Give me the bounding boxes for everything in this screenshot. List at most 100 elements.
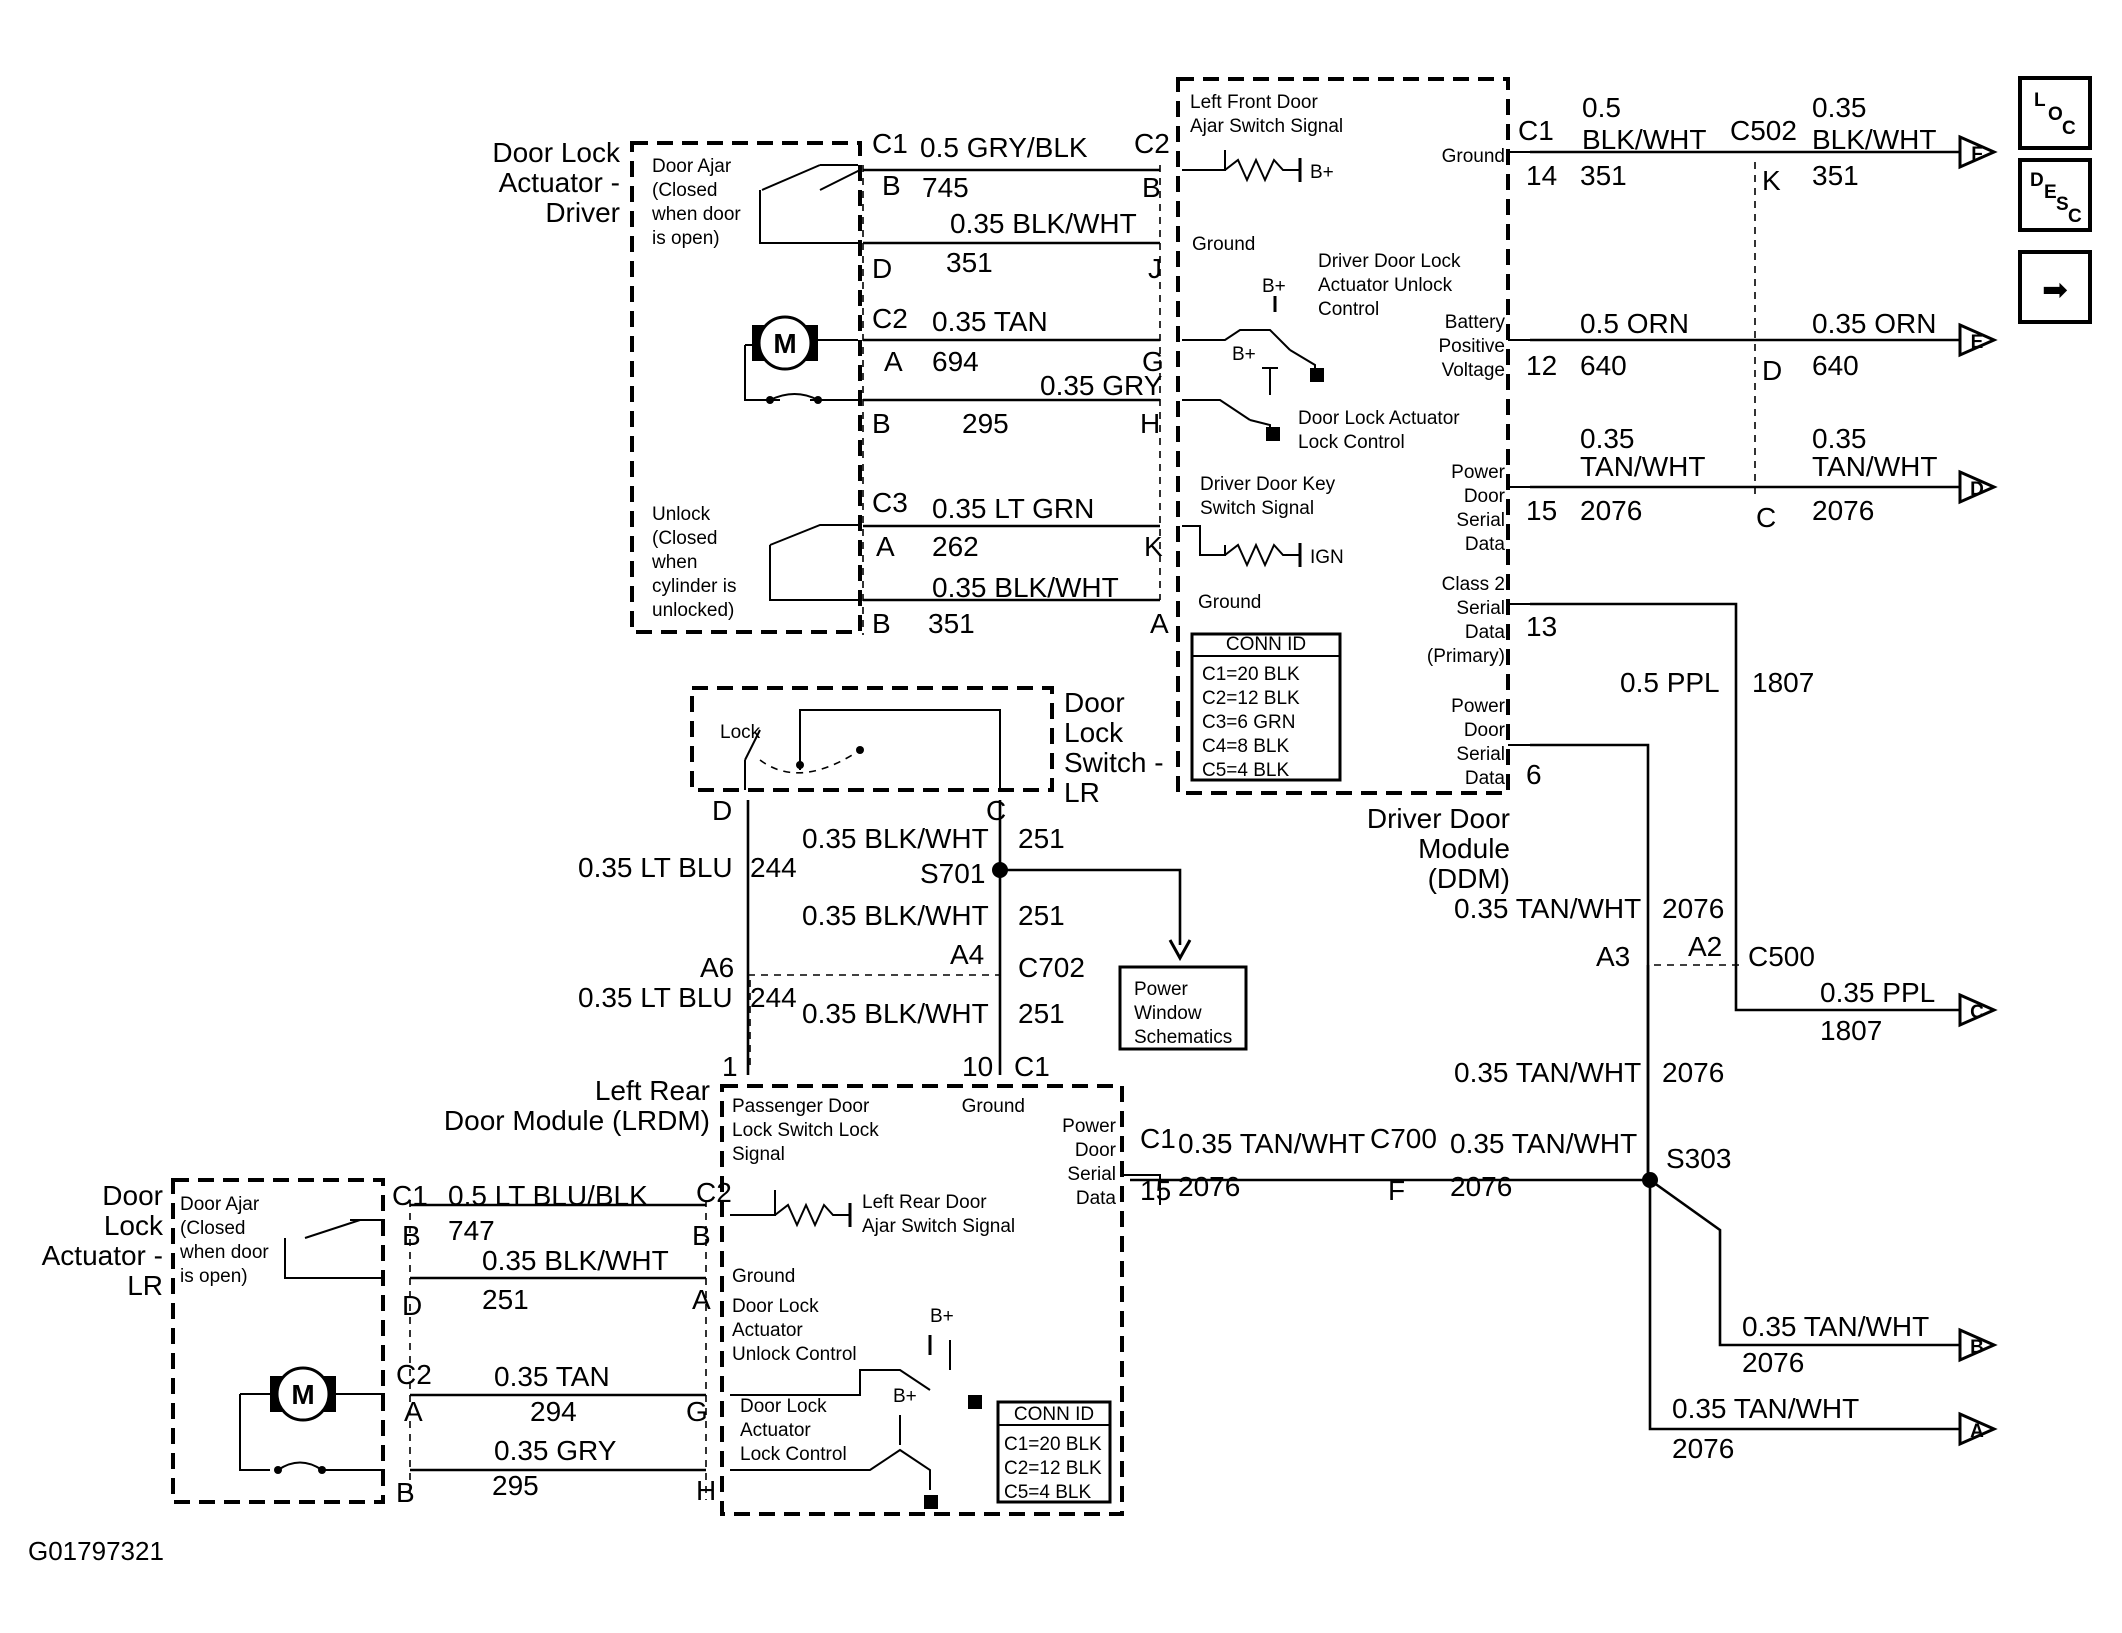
wire-label: 262 (932, 531, 979, 562)
wire-label: 0.35 GRY (494, 1435, 617, 1466)
wire-label: C2 (696, 1177, 732, 1208)
wire-label: C2 (396, 1359, 432, 1390)
wire-label: 0.35 BLK/WHT (950, 208, 1137, 239)
wire-label: 694 (932, 346, 979, 377)
wire-label: 1 (722, 1051, 738, 1082)
wire-label: C2 (1134, 128, 1170, 159)
wire-label: A (876, 531, 895, 562)
wire-label: 2076 (1662, 1057, 1724, 1088)
lr-actuator-box (171, 1178, 385, 1504)
power-window-box[interactable] (1118, 965, 1248, 1051)
lr-motor-label: M (291, 1379, 314, 1410)
splice-s701 (992, 862, 1008, 878)
wire-label: BLK/WHT (1812, 124, 1936, 155)
wire-label: 251 (1018, 900, 1065, 931)
ddm-ground-right: Ground (1442, 146, 1505, 167)
wire-label: 0.35 BLK/WHT (802, 998, 989, 1029)
next-arrow-button[interactable] (2018, 250, 2092, 324)
desc-letter-c: C (2068, 206, 2082, 227)
wire-label: G (686, 1396, 708, 1427)
wire-label: BLK/WHT (1582, 124, 1706, 155)
wire-label: 0.35 GRY (1040, 370, 1163, 401)
wire-label: 295 (962, 408, 1009, 439)
wire-label: 640 (1812, 350, 1859, 381)
wire-label: A (884, 346, 903, 377)
wire-label: 10 (962, 1051, 993, 1082)
wire-label: H (1140, 408, 1160, 439)
wire-label: B (692, 1220, 711, 1251)
wire-label: K (1762, 165, 1781, 196)
wire-label: A3 (1596, 941, 1630, 972)
wire-label: TAN/WHT (1812, 451, 1937, 482)
wire-label: C502 (1730, 115, 1797, 146)
offpage-connector-letter: B (1970, 1337, 1984, 1358)
wire-label: C (986, 795, 1006, 826)
driver-motor: M (752, 315, 822, 404)
ddm-ign: IGN (1310, 547, 1344, 568)
ddm-bplus-1: B+ (1310, 162, 1334, 183)
wire-label: 0.35 LT BLU (578, 982, 733, 1013)
wire-label: D (402, 1290, 422, 1321)
ddm-bplus-2: B+ (1262, 276, 1286, 297)
wire-label: B (1142, 172, 1161, 203)
offpage-connector-letter: D (1970, 479, 1984, 500)
wire-label: 244 (750, 852, 797, 883)
wire-label: 251 (1018, 823, 1065, 854)
wire-label: 2076 (1662, 893, 1724, 924)
wire-label: A6 (700, 952, 734, 983)
wire-label: 12 (1526, 350, 1557, 381)
wire-label: 1807 (1752, 667, 1814, 698)
wire-label: B (402, 1220, 421, 1251)
wire-label: 2076 (1450, 1171, 1512, 1202)
ddm-conn-id-box (1190, 632, 1342, 782)
wire-label: 2076 (1672, 1433, 1734, 1464)
wire-label: 0.35 TAN/WHT (1672, 1393, 1859, 1424)
wire-label: D (872, 253, 892, 284)
lrdm-box (720, 1084, 1124, 1516)
offpage-connector-letter: A (1970, 1421, 1984, 1442)
wire-label: C1 (1140, 1123, 1176, 1154)
wire-label: 0.35 TAN/WHT (1450, 1128, 1637, 1159)
wire-label: 15 (1526, 495, 1557, 526)
wire-label: 0.35 BLK/WHT (482, 1245, 669, 1276)
wire-label: 747 (448, 1215, 495, 1246)
wire-label: 2076 (1812, 495, 1874, 526)
wire-label: 244 (750, 982, 797, 1013)
wire-label: 0.35 LT GRN (932, 493, 1094, 524)
desc-letter-s: S (2056, 194, 2069, 215)
ddm-internal (1182, 150, 1530, 746)
offpage-connector-letter: F (1971, 144, 1983, 165)
wire-label: 745 (922, 172, 969, 203)
wire-label: TAN/WHT (1580, 451, 1705, 482)
lock-label: Lock (720, 722, 761, 743)
desc-letter-e: E (2044, 182, 2057, 203)
wire-label: B (396, 1477, 415, 1508)
wire-label: 0.35 TAN (932, 306, 1048, 337)
desc-button[interactable] (2018, 158, 2092, 232)
wire-label: C700 (1370, 1123, 1437, 1154)
wire-label: 0.35 BLK/WHT (802, 823, 989, 854)
wire-label: C (1756, 502, 1776, 533)
loc-button[interactable] (2018, 76, 2092, 150)
lr-connector-dotted (409, 1200, 707, 1500)
wire-label: B (872, 408, 891, 439)
wire-label: 640 (1580, 350, 1627, 381)
wire-label: 1807 (1820, 1015, 1882, 1046)
wire-label: 0.35 (1812, 423, 1867, 454)
wire-label: K (1144, 531, 1163, 562)
driver-actuator-box (630, 141, 862, 634)
wire-label: 351 (928, 608, 975, 639)
wire-label: 13 (1526, 611, 1557, 642)
